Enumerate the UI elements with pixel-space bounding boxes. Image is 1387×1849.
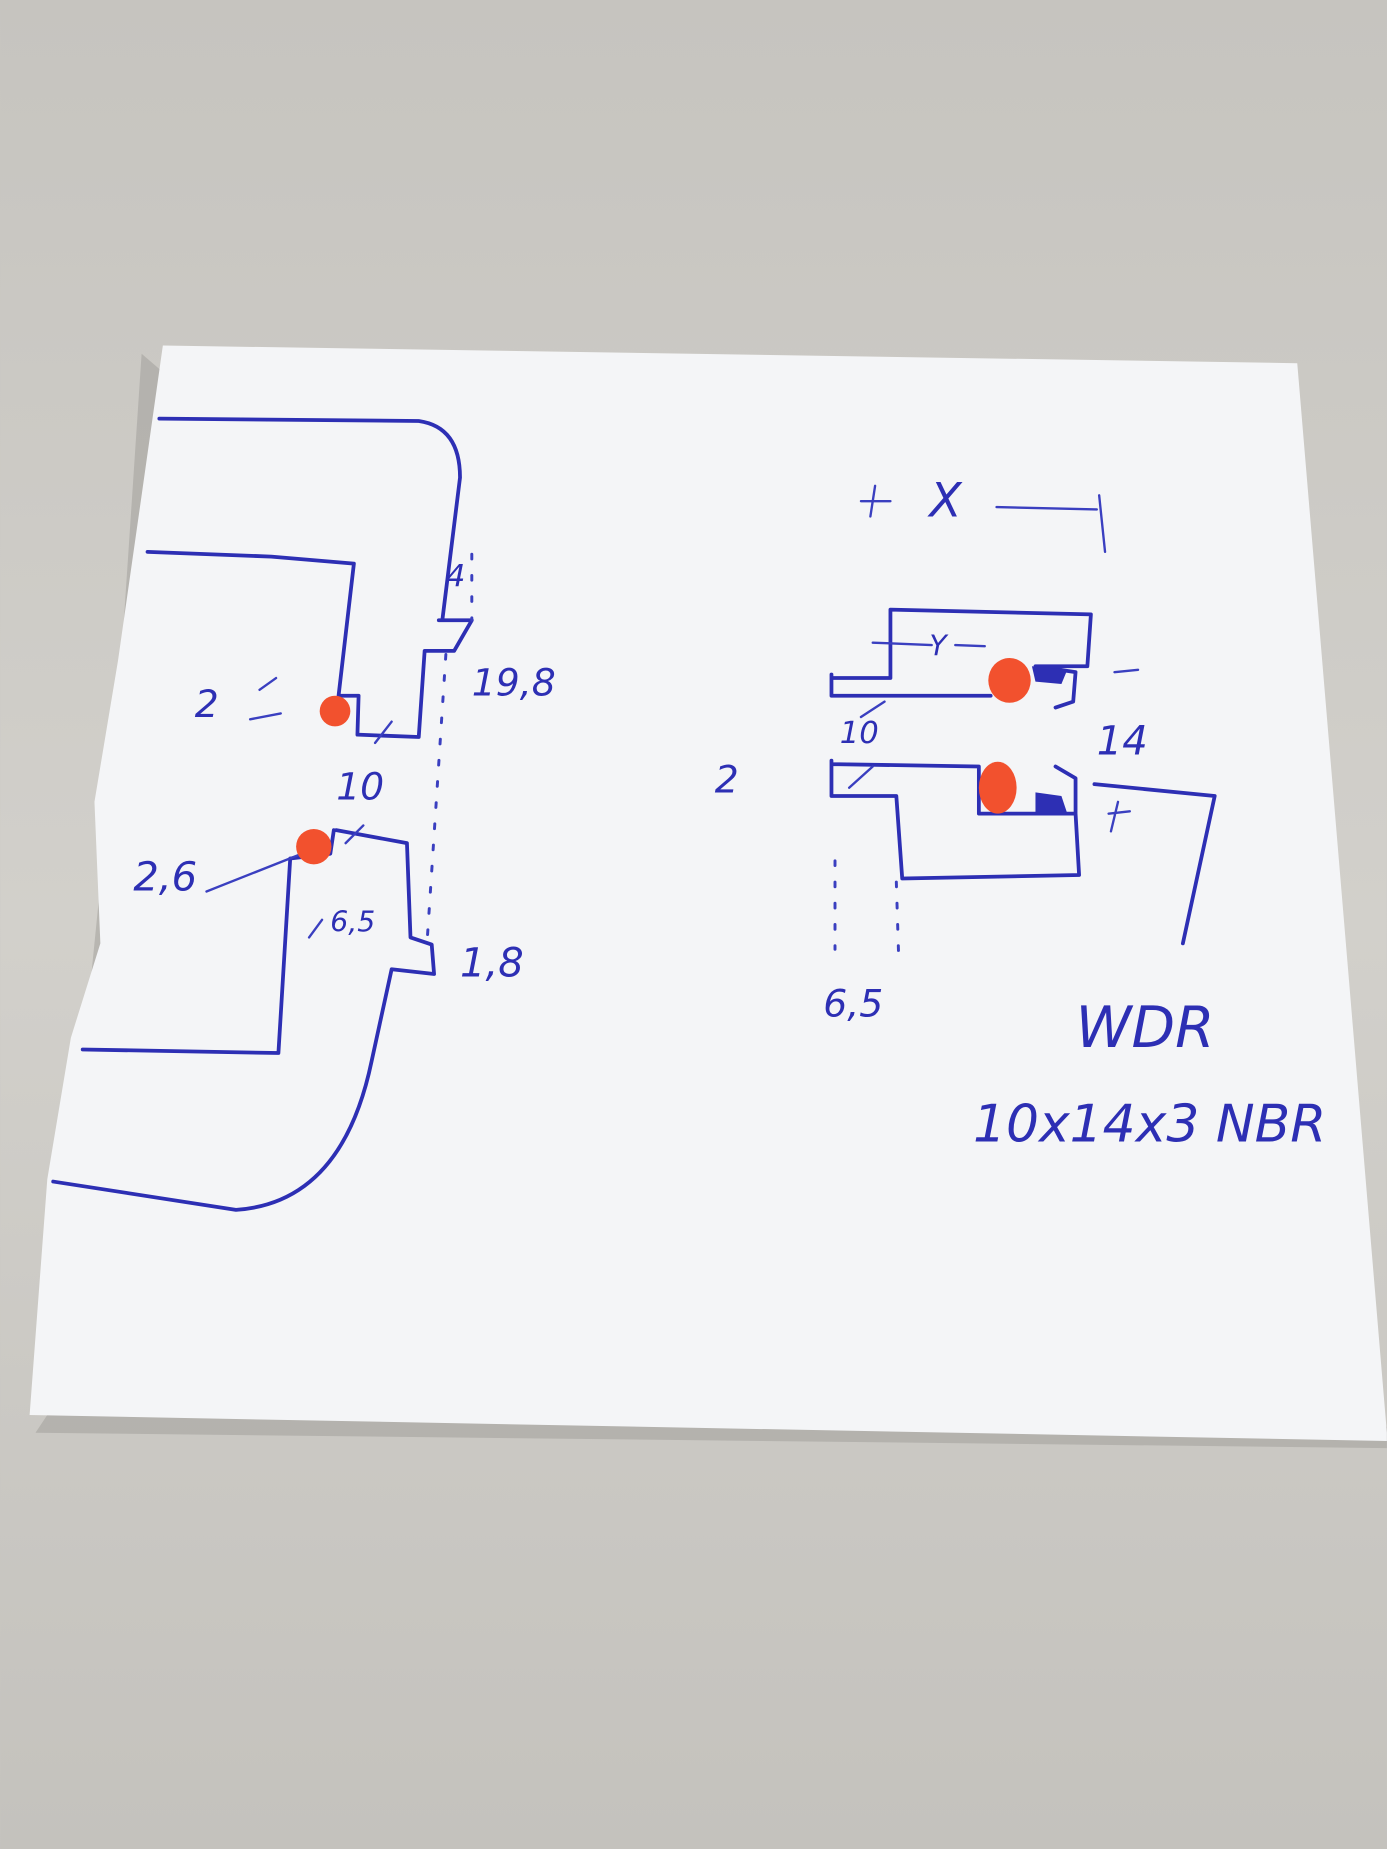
right-tolerance-marks (847, 668, 1140, 833)
label-seal-spec: 10x14x3 NBR (973, 1094, 1326, 1154)
shaft-lower-outline (829, 758, 1081, 881)
label-inner-diameter: 10 (840, 716, 879, 751)
left-cross-section: 4 19,8 2 10 2,6 6,5 1,8 (51, 416, 556, 1212)
label-step: 1,8 (460, 940, 524, 986)
oring-marker-bottom (296, 828, 332, 865)
label-outer-diameter: 19,8 (472, 661, 556, 705)
label-oring-size: 2,6 (133, 854, 197, 900)
label-depth-right: 6,5 (823, 981, 883, 1025)
seal-marker-top (988, 657, 1031, 703)
tolerance-marks (248, 676, 393, 939)
label-tolerance: 2 (195, 682, 219, 726)
shaft-upper-outline (829, 607, 1093, 710)
seal-lip-bottom (1035, 792, 1068, 814)
label-gap-top: 4 (446, 559, 466, 594)
depth-dotted-lines (833, 859, 901, 959)
housing-right-outline (1092, 782, 1217, 946)
dimension-x-line (859, 484, 1107, 554)
label-dimension-x: X (926, 473, 963, 528)
right-cross-section: X Y 10 2 14 6,5 WDR 10x14x3 NBR (715, 473, 1327, 1154)
label-bore: 10 (336, 765, 384, 809)
dimension-y-line (871, 641, 986, 648)
label-seal-type: WDR (1076, 995, 1215, 1061)
housing-top-outline (145, 416, 474, 739)
label-depth: 6,5 (330, 906, 375, 939)
housing-bottom-outline (51, 828, 436, 1212)
dimension-dotted-line (425, 552, 474, 945)
label-right-tolerance: 2 (715, 757, 739, 801)
seal-marker-bottom (978, 761, 1017, 814)
oring-marker-top (319, 695, 351, 727)
label-outer-diameter-right: 14 (1097, 719, 1148, 765)
paper-sheet (29, 345, 1387, 1441)
seal-lip-top (1031, 666, 1068, 684)
oring-leader-line (205, 847, 315, 893)
label-dimension-y: Y (929, 630, 949, 663)
